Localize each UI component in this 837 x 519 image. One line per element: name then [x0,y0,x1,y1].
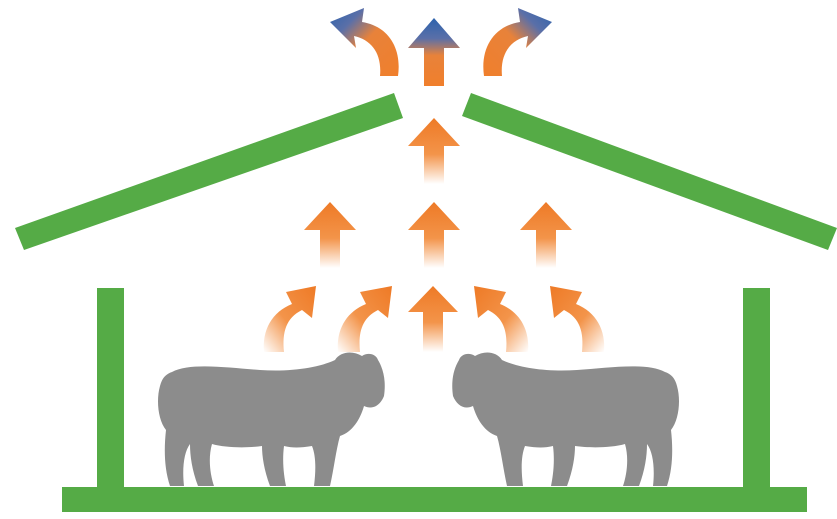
warm-air-arrow-icon [408,286,458,352]
exhaust-arrow-icon [330,8,399,76]
barn-roof-left [15,93,403,250]
cattle-left-icon [158,352,385,486]
barn-floor [62,487,807,512]
warm-air-arrows-bottom [263,286,605,352]
exhaust-arrow-icon [408,18,460,86]
barn-wall-left [97,288,124,488]
warm-air-arrow-icon [408,202,460,268]
warm-air-arrow-icon [304,202,356,268]
warm-air-arrow-icon [550,286,605,352]
warm-air-arrow-icon [263,286,316,352]
exhaust-arrows [330,8,552,86]
barn-roof-right [462,93,837,250]
cattle-right-icon [452,352,679,486]
warm-air-arrows-middle [304,202,572,268]
warm-air-arrow-icon [520,202,572,268]
warm-air-arrow-icon [408,118,460,184]
warm-air-arrow-icon [474,286,529,352]
barn-wall-right [743,288,770,488]
warm-air-arrows-upper [408,118,460,184]
exhaust-arrow-icon [483,8,552,76]
barn-structure [15,93,837,512]
warm-air-arrow-icon [337,286,392,352]
